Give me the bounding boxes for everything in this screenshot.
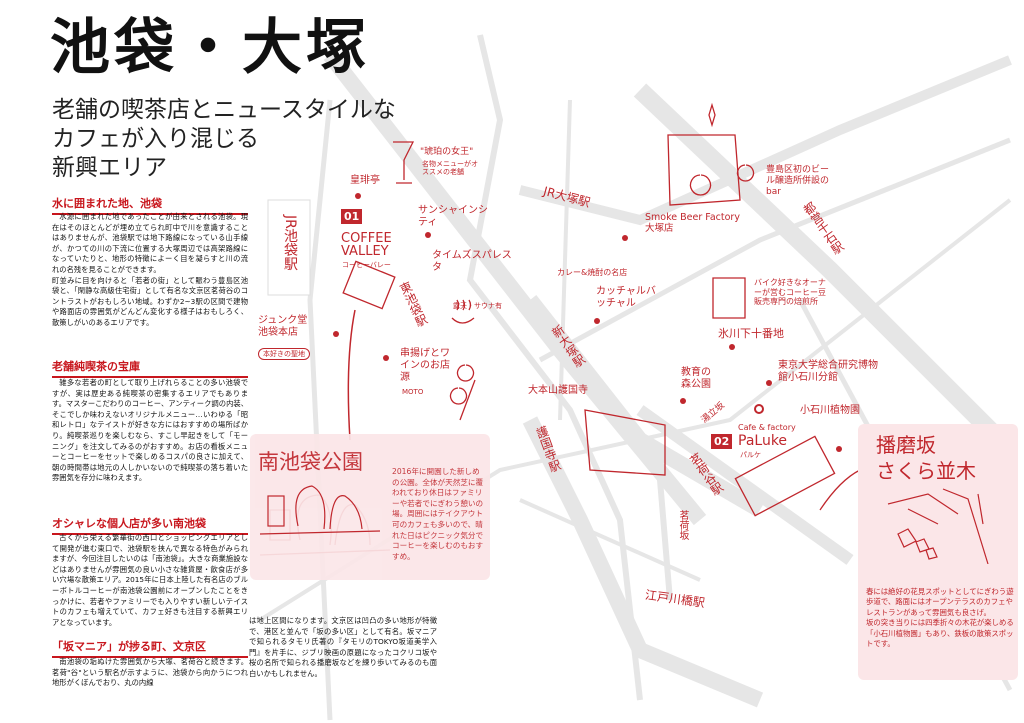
spot-moto-en: MOTO bbox=[402, 388, 424, 396]
section-heading: 老舗純喫茶の宝庫 bbox=[52, 358, 248, 378]
leader-line bbox=[347, 309, 356, 441]
shop-building-icon bbox=[584, 409, 666, 476]
spot-marker bbox=[729, 344, 735, 350]
featured-cafe-kana: パルケ bbox=[740, 451, 761, 459]
page-subtitle: 老舗の喫茶店とニュースタイルな カフェが入り混じる 新興エリア bbox=[52, 96, 396, 183]
spot-note: カレー&焼酎の名店 bbox=[557, 268, 628, 277]
sakura-title: 播磨坂 さくら並木 bbox=[876, 432, 976, 484]
target-marker-icon bbox=[754, 404, 764, 414]
spot-marker bbox=[836, 446, 842, 452]
spot-sunshine: サンシャインシティ bbox=[418, 205, 488, 228]
road bbox=[558, 99, 572, 421]
subtitle-line: カフェが入り混じる bbox=[52, 126, 259, 152]
kushiage-icon bbox=[449, 364, 476, 421]
section-heading: 「坂マニア」が捗る町、文京区 bbox=[52, 638, 248, 658]
featured-number: 01 bbox=[341, 209, 363, 224]
park-info-box: 南池袋公園 2016年に開園した新しめの公園。全体が天然芝に覆われており休日はフ… bbox=[250, 434, 490, 580]
spot-kyoiku-park: 教育の森公園 bbox=[681, 367, 711, 390]
spot-myoga-slope: 茗荷坂 bbox=[677, 510, 688, 540]
section-heading: オシャレな個人店が多い南池袋 bbox=[52, 515, 248, 535]
road bbox=[518, 55, 1012, 226]
sakura-title-line: さくら並木 bbox=[876, 459, 976, 483]
section-body: 水源に囲まれた地であったことが由来とされる池袋。現在はそのほとんどが埋め立てられ… bbox=[52, 212, 248, 327]
spot-note: バイク好きなオーナーが営むコーヒー豆販売専門の焙煎所 bbox=[754, 278, 826, 307]
spot-note: "琥珀の女王" bbox=[420, 147, 474, 157]
subtitle-line: 老舗の喫茶店とニュースタイルな bbox=[52, 97, 396, 123]
spot-marker bbox=[766, 380, 772, 386]
spot-marker bbox=[425, 232, 431, 238]
spot-hikawa: 氷川下十番地 bbox=[718, 327, 784, 340]
featured-cafe-kana: コーヒーバレー bbox=[342, 261, 391, 269]
spot-marker bbox=[622, 235, 628, 241]
subtitle-line: 新興エリア bbox=[52, 155, 167, 181]
spot-gokokuji-temple: 大本山護国寺 bbox=[528, 385, 588, 396]
spot-botanical-garden: 小石川植物園 bbox=[800, 405, 860, 416]
section-body: 雑多な若者の町として取り上げれらることの多い池袋ですが、実は歴史ある純喫茶の密集… bbox=[52, 378, 248, 483]
spot-marker bbox=[594, 318, 600, 324]
spot-marker bbox=[333, 331, 339, 337]
sakura-info-box: 播磨坂 さくら並木 春には絶好の花見スポットとしてにぎわう遊歩道で、路面にはオー… bbox=[858, 424, 1018, 680]
spot-koheitei: 皇琲亭 bbox=[350, 175, 380, 186]
sparkle-icon bbox=[708, 102, 716, 128]
continued-body-text: は地上区間になります。文京区は凹凸の多い地形が特徴で、港区と並んで「坂の多い区」… bbox=[249, 616, 437, 678]
road bbox=[636, 405, 854, 565]
spot-kacchal: カッチャルバッチャル bbox=[596, 286, 656, 309]
leader-line bbox=[819, 469, 861, 511]
beer-tank-icon bbox=[667, 134, 755, 206]
park-title: 南池袋公園 bbox=[258, 450, 363, 474]
spot-note: 露天・サウナ有 bbox=[453, 302, 502, 310]
sakura-title-line: 播磨坂 bbox=[876, 433, 936, 457]
picnic-illustration bbox=[259, 485, 381, 535]
station-ikebukuro: JR池袋駅 bbox=[282, 215, 298, 271]
featured-cafe-name: PaLuke bbox=[738, 433, 788, 449]
park-description: 2016年に開園した新しめの公園。全体が天然芝に覆われており休日はファミリーや若… bbox=[392, 467, 484, 561]
coffee-jar-icon bbox=[712, 277, 746, 319]
sakura-illustration bbox=[887, 488, 989, 564]
road bbox=[657, 479, 673, 601]
road bbox=[466, 34, 643, 701]
spot-marker bbox=[680, 398, 686, 404]
road bbox=[522, 416, 764, 708]
page-title: 池袋・大塚 bbox=[50, 13, 370, 83]
section-body: 古くから栄える繁華街の西口とショッピングエリアとして開発が進む東口で、池袋駅を挟… bbox=[52, 533, 248, 627]
featured-number: 02 bbox=[711, 434, 733, 449]
spot-marker bbox=[383, 355, 389, 361]
road bbox=[633, 83, 1007, 447]
spot-times-spa: タイムズスパレスタ bbox=[432, 250, 512, 273]
spot-note: 豊島区初のビール醸造所併設のbar bbox=[766, 165, 830, 197]
harimazaka-outline bbox=[734, 435, 836, 517]
ikebukuro-station-box bbox=[267, 199, 311, 296]
spot-smoke-beer-factory: Smoke Beer Factory 大塚店 bbox=[645, 212, 740, 235]
spot-note: 名物メニューがオススメの老舗 bbox=[422, 160, 478, 177]
onsen-icon bbox=[451, 299, 475, 324]
spot-note: 本好きの聖地 bbox=[258, 348, 310, 361]
section-heading: 水に囲まれた地、池袋 bbox=[52, 195, 248, 215]
spot-marker bbox=[355, 193, 361, 199]
cafe-building-outline bbox=[342, 260, 396, 310]
sakura-description: 春には絶好の花見スポットとしてにぎわう遊歩道で、路面にはオープンテラスのカフェや… bbox=[866, 587, 1014, 649]
road bbox=[538, 137, 1011, 363]
spot-junkudo: ジュンク堂池袋本店 bbox=[258, 315, 308, 338]
cocktail-glass-icon bbox=[393, 141, 415, 184]
spot-moto: 串揚げとワインのお店源 bbox=[400, 348, 450, 383]
featured-cafe-tag: Cafe & factory bbox=[738, 423, 796, 432]
section-body: 南池袋の垢ぬけた雰囲気から大塚、茗荷谷と続きます。茗荷"谷"という駅名が示すよう… bbox=[52, 657, 248, 688]
featured-cafe-name: COFFEE VALLEY bbox=[341, 231, 392, 259]
spot-museum: 東京大学総合研究博物館小石川分館 bbox=[778, 360, 878, 383]
